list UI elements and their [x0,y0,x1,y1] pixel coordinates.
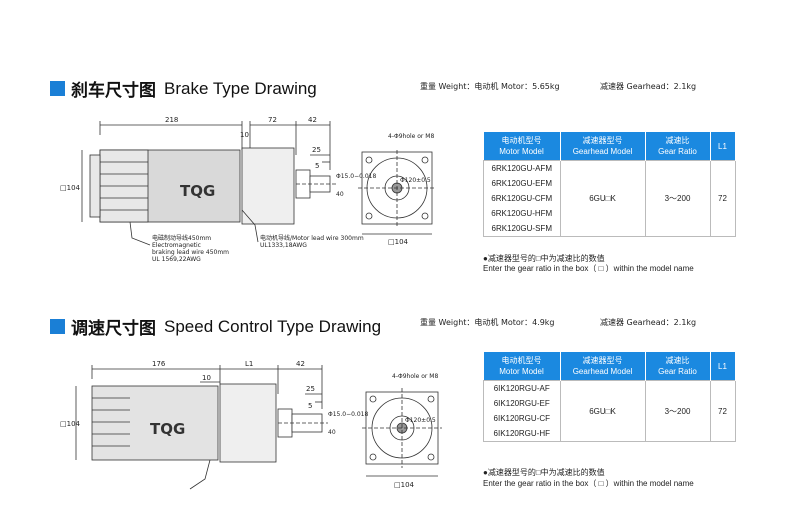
header-gear-ratio-zh: 减速比 [665,136,690,145]
model-row: 6IK120RGU-AF [493,384,550,393]
brand-logo: TQG [180,182,215,200]
motor-lead-std: UL1333,18AWG [260,242,307,249]
dim-shaft: Φ15.0−0.018 [336,173,376,180]
bolt-hole-label: 4-Φ9hole or M8 [388,133,434,140]
gearhead-model-cell: 6GU□K [559,160,646,237]
model-row: 6RK120GU-SFM [491,224,552,233]
speed-motor-drawing: 176 L1 10 42 25 5 □104 Φ15.0−0.018 40 4-… [60,360,442,490]
gear-ratio-cell: 3～200 [644,380,711,442]
header-gearhead-model-zh: 减速器型号 [582,136,623,145]
weight-gearhead: 减速器 Gearhead：2.1kg [600,318,697,327]
brand-logo: TQG [150,420,185,438]
dim-25: 25 [312,146,321,154]
brake-spec-table: 电动机型号 Motor Model 减速器型号 Gearhead Model 减速比… [483,132,736,237]
brake-type-section: 刹车尺寸图 Brake Type Drawing 重量 Weight：电动机 M… [50,76,736,273]
dim-104-bottom: □104 [394,481,415,489]
header-motor-model-zh: 电动机型号 [501,136,542,145]
model-row: 6RK120GU-CFM [491,194,553,203]
gearhead-model-cell: 6GU□K [559,380,646,442]
brake-lead-en2: braking lead wire 450mm [152,249,229,256]
dim-25: 25 [306,385,315,393]
model-row: 6IK120RGU-CF [493,414,550,423]
header-motor-model-zh: 电动机型号 [501,356,542,365]
dim-10: 10 [202,374,211,382]
header-gear-ratio-en: Gear Ratio [658,367,697,376]
model-row: 6IK120RGU-HF [493,429,550,438]
title-square-icon [50,81,65,96]
dim-shaft: Φ15.0−0.018 [328,411,368,418]
model-row: 6IK120RGU-EF [493,399,550,408]
dim-120: Φ120±0.5 [405,417,436,424]
speed-spec-table: 电动机型号 Motor Model 减速器型号 Gearhead Model 减速比… [483,352,736,442]
section-title: 刹车尺寸图 Brake Type Drawing [50,76,317,101]
brake-lead-en1: Electromagnetic [152,242,201,249]
title-en: Brake Type Drawing [164,78,317,98]
note-en: Enter the gear ratio in the box（ □ ）with… [483,264,694,273]
speed-control-section: 调速尺寸图 Speed Control Type Drawing 重量 Weig… [0,262,800,524]
motor-lead: 电动机导线/Motor lead wire 300mm [260,234,364,242]
header-motor-model-en: Motor Model [499,367,544,376]
section-title: 调速尺寸图 Speed Control Type Drawing [50,314,381,339]
dim-10: 10 [240,131,249,139]
header-gear-ratio-en: Gear Ratio [658,147,697,156]
note-zh: ●减速器型号的□中为减速比的数值 [483,254,605,263]
header-gear-ratio-zh: 减速比 [665,356,690,365]
brake-motor-drawing: 218 10 72 42 25 5 □104 Φ15.0−0.018 40 4-… [60,116,436,263]
header-l1: L1 [710,132,736,161]
title-zh: 刹车尺寸图 [71,81,156,101]
l1-cell: 72 [709,160,736,237]
title-square-icon [50,319,65,334]
dim-104-bottom: □104 [388,238,409,246]
dim-104-left: □104 [60,420,81,428]
motor-models-cell: 6RK120GU-AFM 6RK120GU-EFM 6RK120GU-CFM 6… [483,160,561,237]
weight-motor: 重量 Weight：电动机 Motor：4.9kg [420,318,555,327]
model-row: 6RK120GU-AFM [491,164,552,173]
weight-gearhead: 减速器 Gearhead：2.1kg [600,82,697,91]
gear-ratio-cell: 3～200 [644,160,711,237]
weight-motor: 重量 Weight：电动机 Motor：5.65kg [420,82,560,91]
dim-40: 40 [336,191,344,198]
brake-lead-std: UL 1569,22AWG [152,256,201,263]
header-motor-model-en: Motor Model [499,147,544,156]
note-en: Enter the gear ratio in the box（ □ ）with… [483,479,694,488]
dim-42: 42 [308,116,317,124]
dim-L1: L1 [245,360,253,368]
motor-models-cell: 6IK120RGU-AF 6IK120RGU-EF 6IK120RGU-CF 6… [483,380,561,442]
header-gearhead-model-zh: 减速器型号 [582,356,623,365]
note-zh: ●减速器型号的□中为减速比的数值 [483,468,605,477]
bolt-hole-label: 4-Φ9hole or M8 [392,373,438,380]
model-row: 6RK120GU-HFM [491,209,553,218]
dim-72: 72 [268,116,277,124]
l1-cell: 72 [709,380,736,442]
dim-40: 40 [328,429,336,436]
dim-5: 5 [308,402,312,410]
dim-218: 218 [165,116,178,124]
header-gearhead-model-en: Gearhead Model [572,367,633,376]
dim-42: 42 [296,360,305,368]
title-zh: 调速尺寸图 [71,319,156,339]
dim-5: 5 [315,162,319,170]
header-l1: L1 [710,352,736,381]
dim-120: Φ120±0.5 [400,177,431,184]
model-row: 6RK120GU-EFM [491,179,552,188]
header-gearhead-model-en: Gearhead Model [572,147,633,156]
title-en: Speed Control Type Drawing [164,316,382,336]
dim-176: 176 [152,360,166,368]
dim-104-left: □104 [60,184,81,192]
brake-lead-zh: 电磁制动导线450mm [152,234,211,242]
